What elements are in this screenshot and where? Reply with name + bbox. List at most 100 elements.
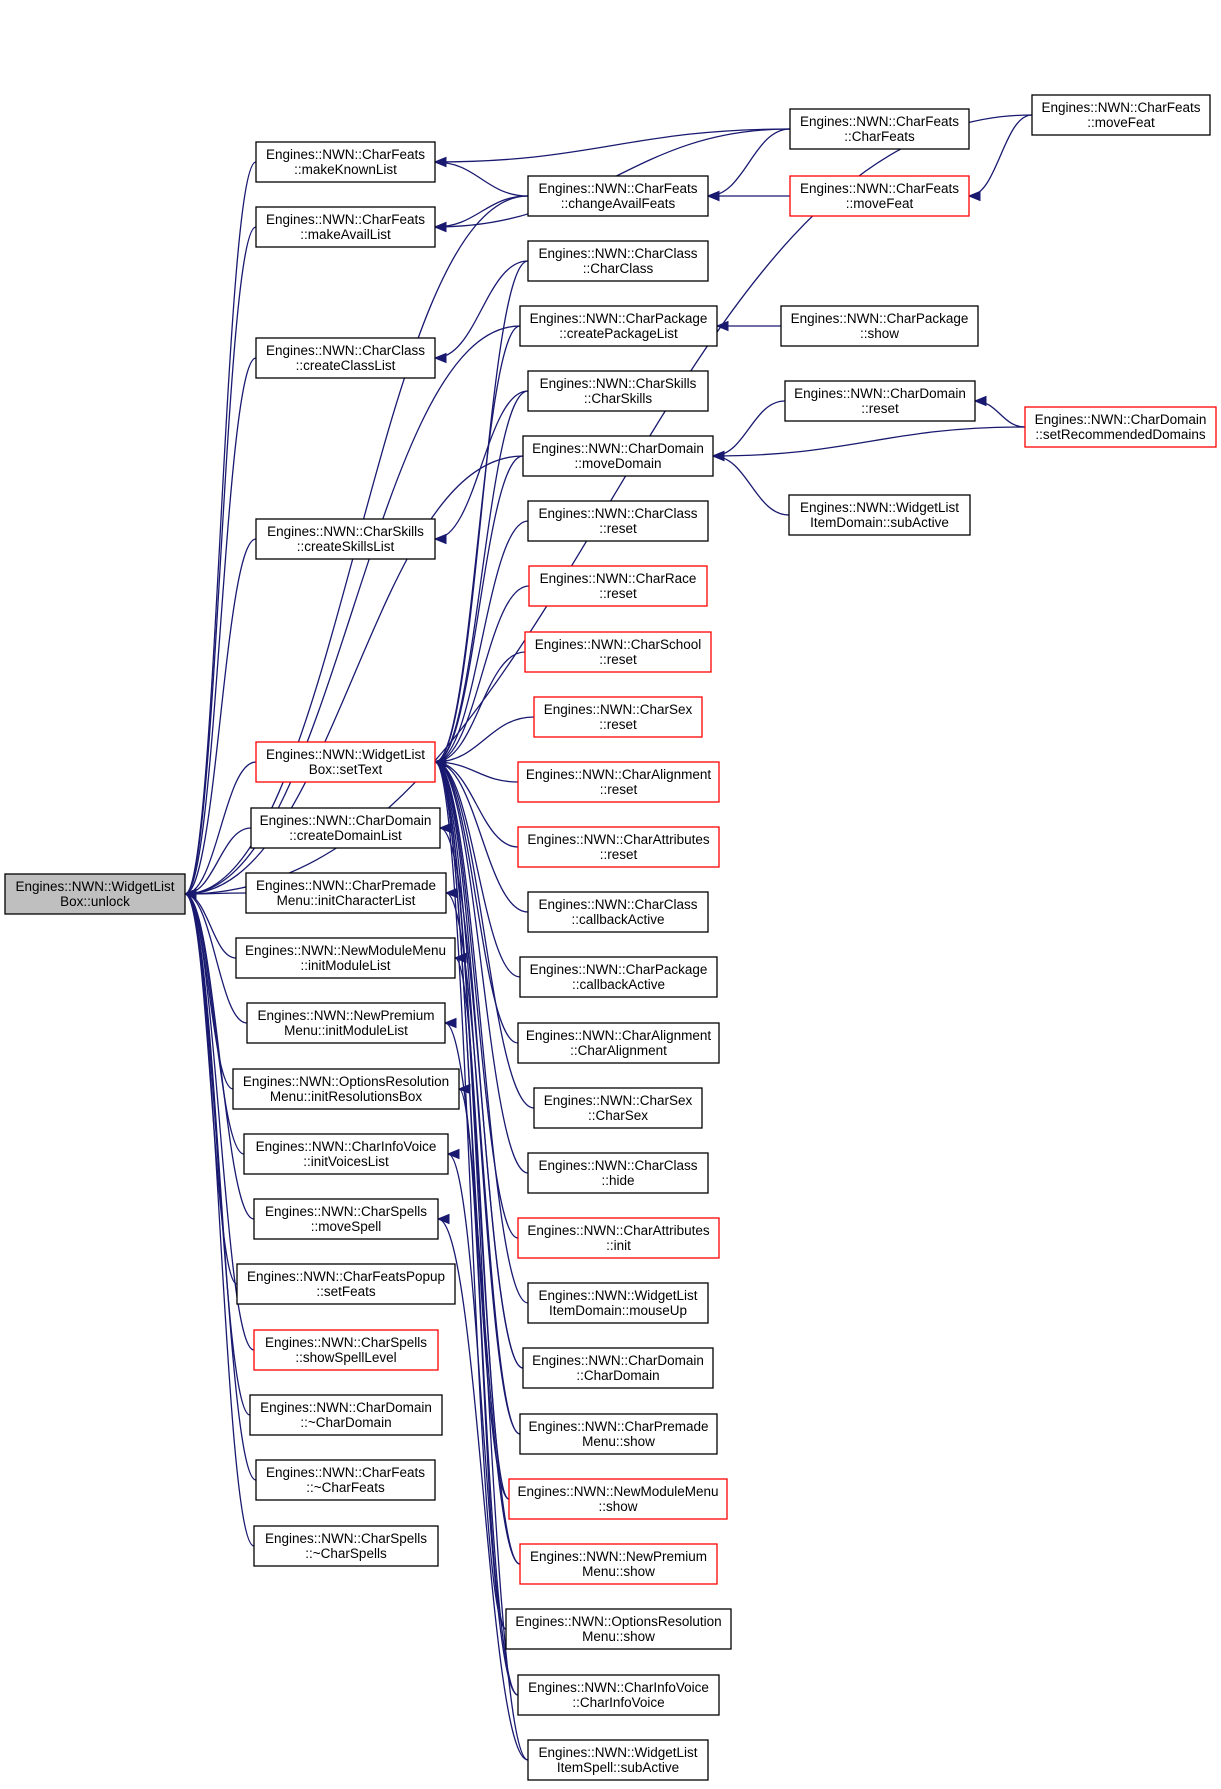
node-ctorCharSkills[interactable]: Engines::NWN::CharSkills::CharSkills [527,370,709,412]
node-box [780,305,979,347]
node-label-line1: Engines::NWN::NewModuleMenu [245,943,446,958]
node-label-line2: ::moveFeat [846,196,914,211]
node-makeAvailList[interactable]: Engines::NWN::CharFeats::makeAvailList [255,206,436,248]
node-label-line2: Menu::show [582,1629,655,1644]
node-initCharacterList[interactable]: Engines::NWN::CharPremadeMenu::initChara… [245,872,447,914]
node-charSexReset[interactable]: Engines::NWN::CharSex::reset [533,696,703,738]
edge-line [434,761,519,1239]
node-label-line2: ::CharSkills [584,391,653,406]
node-box [1031,94,1211,136]
node-label-line1: Engines::NWN::CharAlignment [526,767,712,782]
edge-newModuleMenuShow-to-nmmInitModuleList [453,952,510,1500]
edge-line [434,761,529,913]
edge-charFeatsMoveFeat-to-changeAvailFeats [706,190,790,202]
node-label-line2: ::createClassList [296,358,396,373]
edge-ctorCharClass-to-createClassList [433,260,529,364]
node-newModuleMenuShow[interactable]: Engines::NWN::NewModuleMenu::show [508,1478,728,1520]
edge-createClassList-to-root [183,357,257,900]
node-optionsResolutionShow[interactable]: Engines::NWN::OptionsResolutionMenu::sho… [505,1608,732,1650]
node-ctorCharAlignment[interactable]: Engines::NWN::CharAlignment::CharAlignme… [517,1022,720,1064]
node-charSchoolReset[interactable]: Engines::NWN::CharSchool::reset [524,631,712,673]
node-charAlignmentReset[interactable]: Engines::NWN::CharAlignment::reset [517,761,720,803]
node-label-line2: ::init [606,1238,631,1253]
node-moveDomain[interactable]: Engines::NWN::CharDomain::moveDomain [522,435,714,477]
node-nmmInitModuleList[interactable]: Engines::NWN::NewModuleMenu::initModuleL… [235,937,456,979]
node-box [250,807,441,849]
node-createDomainList[interactable]: Engines::NWN::CharDomain::createDomainLi… [250,807,441,849]
node-showSpellLevel[interactable]: Engines::NWN::CharSpells::showSpellLevel [253,1329,439,1371]
node-label-line1: Engines::NWN::CharFeats [800,114,959,129]
node-charAttributesReset[interactable]: Engines::NWN::CharAttributes::reset [517,826,720,868]
edge-line [184,357,257,895]
node-label-line2: ::moveDomain [574,456,661,471]
node-dtorCharSpells[interactable]: Engines::NWN::CharSpells::~CharSpells [253,1525,439,1567]
node-charDomainReset[interactable]: Engines::NWN::CharDomain::reset [784,380,976,422]
node-createClassList[interactable]: Engines::NWN::CharClass::createClassList [255,337,436,379]
node-moveSpell[interactable]: Engines::NWN::CharSpells::moveSpell [253,1198,439,1240]
node-npmInitModuleList[interactable]: Engines::NWN::NewPremiumMenu::initModule… [246,1002,446,1044]
node-charPackageShow[interactable]: Engines::NWN::CharPackage::show [780,305,979,347]
node-box [519,956,718,998]
node-charClassReset[interactable]: Engines::NWN::CharClass::reset [527,500,709,542]
arrowhead [436,1213,450,1225]
node-box [533,1087,703,1129]
node-initResolutionsBox[interactable]: Engines::NWN::OptionsResolutionMenu::ini… [232,1068,460,1110]
node-label-line1: Engines::NWN::CharFeats [800,181,959,196]
arrowhead [446,1148,460,1160]
node-changeAvailFeats[interactable]: Engines::NWN::CharFeats::changeAvailFeat… [527,175,709,217]
node-ctorCharSex[interactable]: Engines::NWN::CharSex::CharSex [533,1087,703,1129]
arrowhead [453,952,467,964]
node-charAttributesInit[interactable]: Engines::NWN::CharAttributes::init [517,1217,720,1259]
node-makeKnownList[interactable]: Engines::NWN::CharFeats::makeKnownList [255,141,436,183]
node-label-line2: ::setFeats [316,1284,376,1299]
edge-ctorCharInfoVoice-to-setText [433,756,519,1696]
edge-charPackageShow-to-createPackageList [715,320,781,332]
node-dtorCharFeats[interactable]: Engines::NWN::CharFeats::~CharFeats [255,1459,436,1501]
node-box [527,1739,709,1781]
node-itemDomainSubActive[interactable]: Engines::NWN::WidgetListItemDomain::subA… [788,494,971,536]
node-charRaceReset[interactable]: Engines::NWN::CharRace::reset [528,565,708,607]
node-label-line1: Engines::NWN::CharClass [538,897,697,912]
node-createPackageList[interactable]: Engines::NWN::CharPackage::createPackage… [519,305,718,347]
node-itemSpellSubActive[interactable]: Engines::NWN::WidgetListItemSpell::subAc… [527,1739,709,1781]
node-box [527,175,709,217]
node-box [255,1459,436,1501]
node-charFeatsMoveFeat[interactable]: Engines::NWN::CharFeats::moveFeat [789,175,970,217]
node-box [527,240,709,282]
edge-line [434,260,529,359]
arrowhead [183,888,197,900]
edge-line [184,893,255,1351]
node-label-line1: Engines::NWN::CharPackage [530,962,708,977]
node-setFeats[interactable]: Engines::NWN::CharFeatsPopup::setFeats [236,1263,456,1305]
node-setRecommendedDomains[interactable]: Engines::NWN::CharDomain::setRecommended… [1024,406,1217,448]
node-box [253,1525,439,1567]
edge-line [184,893,248,1024]
edge-makeAvailList-to-root [183,226,257,900]
edge-ctorCharClass-to-setText [433,260,529,768]
node-moveFeatFar[interactable]: Engines::NWN::CharFeats::moveFeat [1031,94,1211,136]
node-createSkillsList[interactable]: Engines::NWN::CharSkills::createSkillsLi… [255,518,436,560]
node-ctorCharFeats[interactable]: Engines::NWN::CharFeats::CharFeats [789,108,970,150]
node-label-line2: ::callbackActive [571,912,664,927]
node-ctorCharInfoVoice[interactable]: Engines::NWN::CharInfoVoice::CharInfoVoi… [517,1674,720,1716]
node-box [517,1217,720,1259]
node-label-line1: Engines::NWN::CharSchool [535,637,702,652]
node-charPackageCallback[interactable]: Engines::NWN::CharPackage::callbackActiv… [519,956,718,998]
node-itemDomainMouseUp[interactable]: Engines::NWN::WidgetListItemDomain::mous… [527,1282,709,1324]
node-ctorCharClass[interactable]: Engines::NWN::CharClass::CharClass [527,240,709,282]
edge-ctorCharInfoVoice-to-initVoicesList [446,1148,519,1696]
node-charClassHide[interactable]: Engines::NWN::CharClass::hide [527,1152,709,1194]
node-charClassCallback[interactable]: Engines::NWN::CharClass::callbackActive [527,891,709,933]
arrowhead [444,887,458,899]
node-dtorCharDomain[interactable]: Engines::NWN::CharDomain::~CharDomain [249,1394,443,1436]
node-label-line1: Engines::NWN::CharDomain [532,441,704,456]
edge-line [434,455,524,763]
arrowhead [967,190,981,202]
node-initVoicesList[interactable]: Engines::NWN::CharInfoVoice::initVoicesL… [243,1133,449,1175]
node-ctorCharDomain[interactable]: Engines::NWN::CharDomain::CharDomain [522,1347,714,1389]
node-label-line1: Engines::NWN::CharSkills [267,524,424,539]
